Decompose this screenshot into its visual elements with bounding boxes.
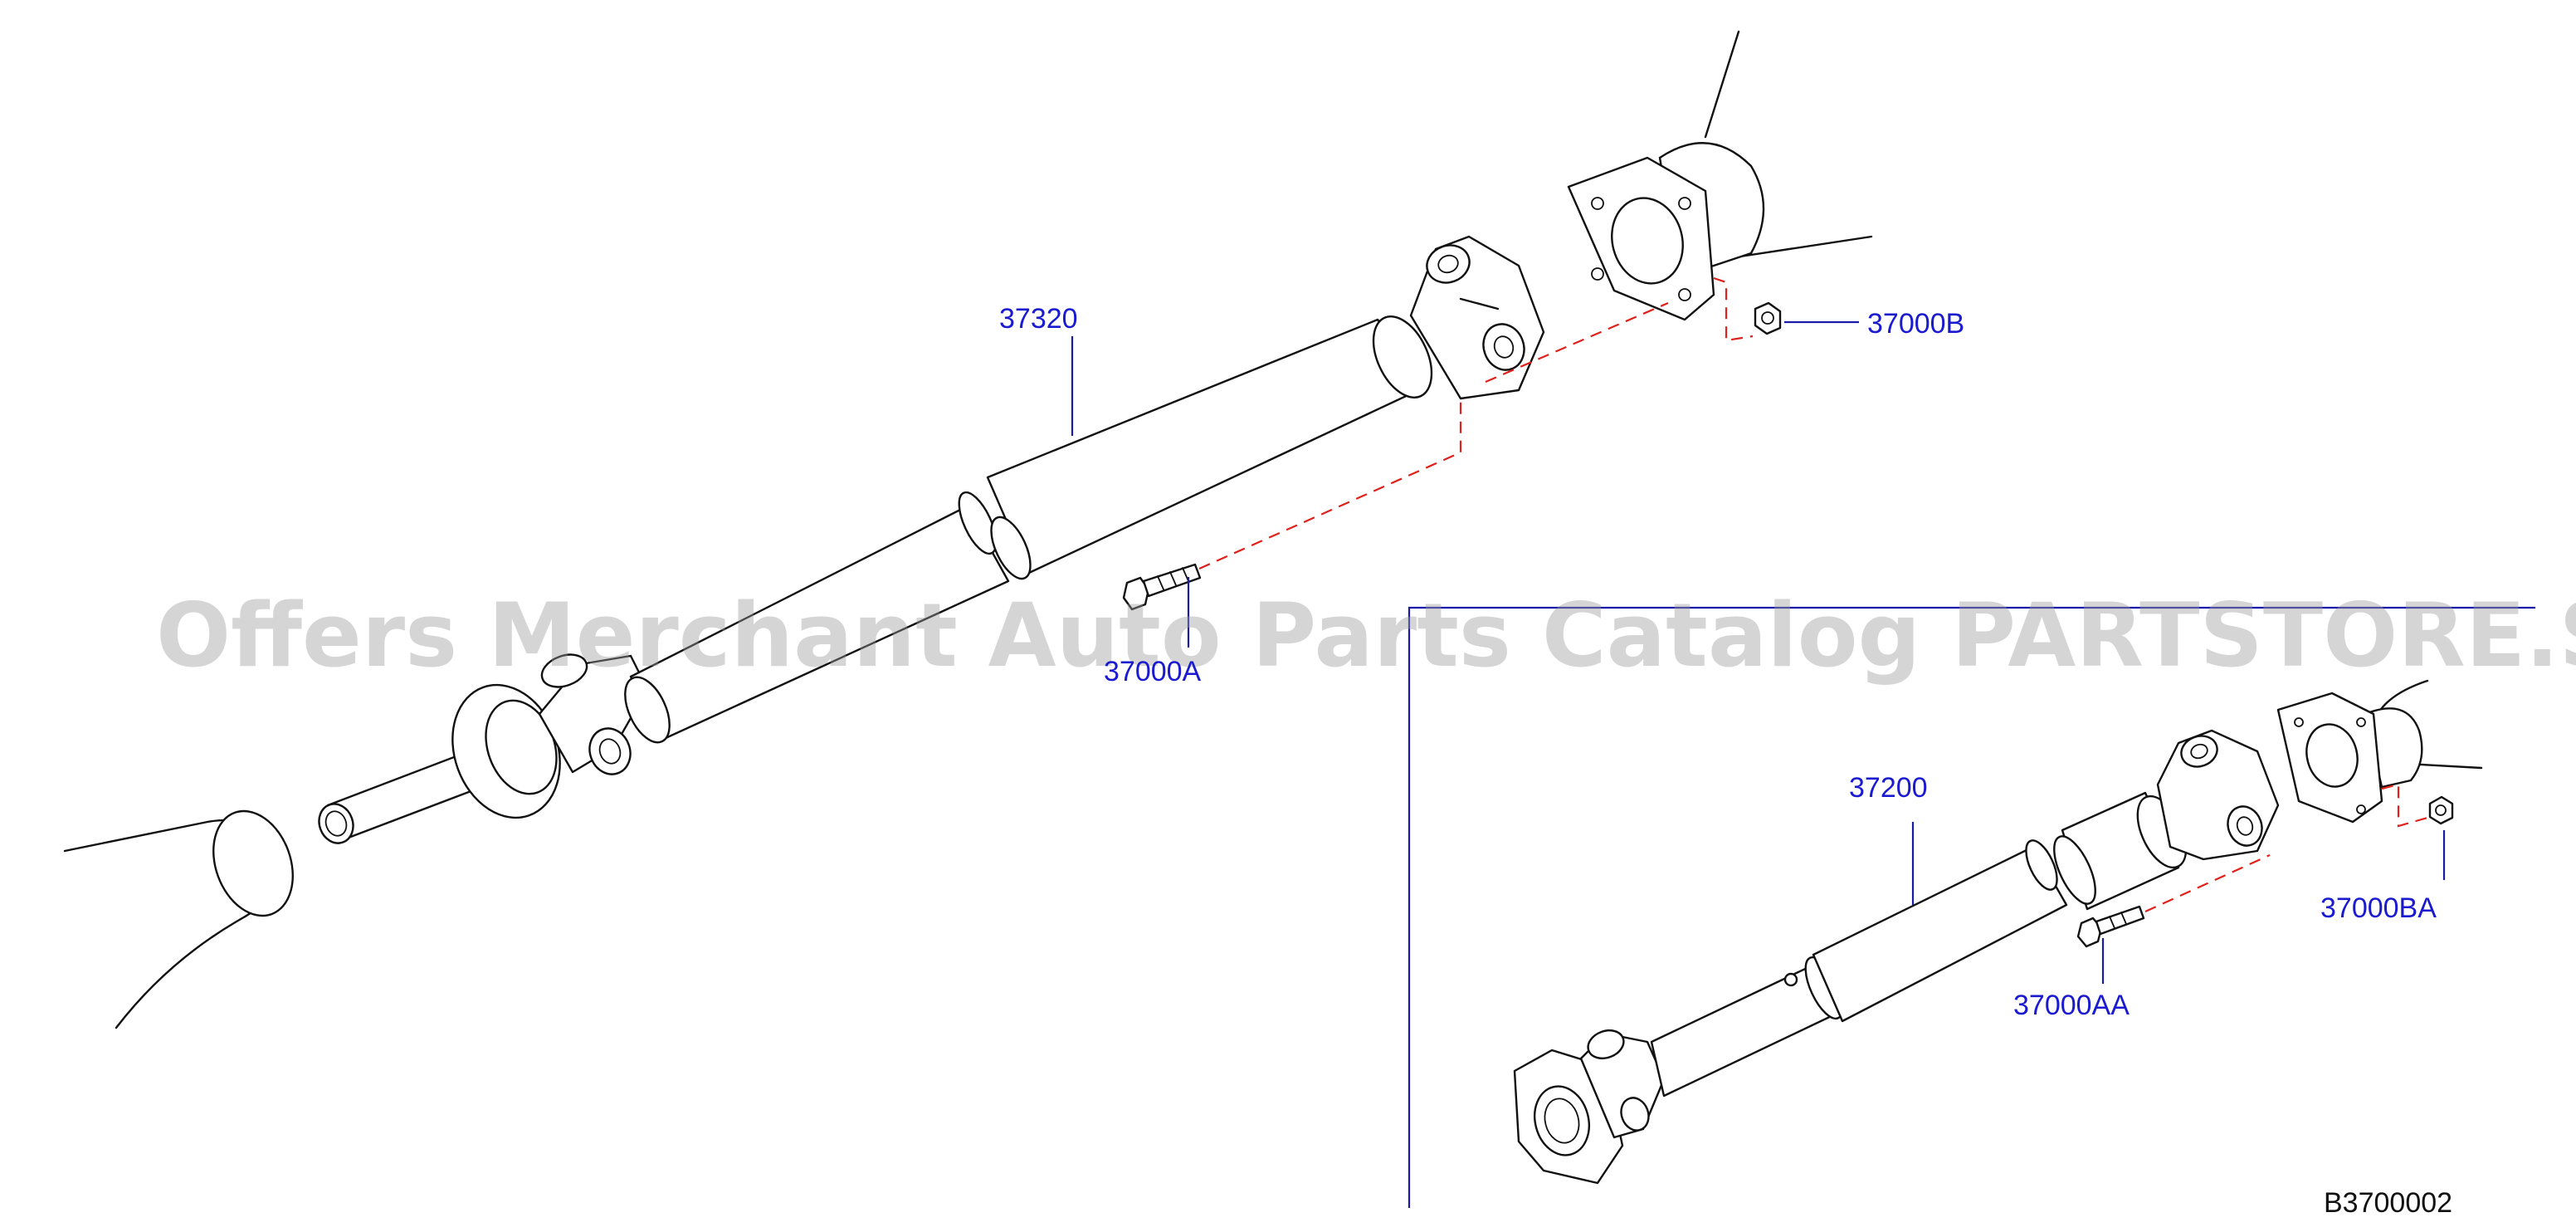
flange-nut-37000B[interactable]: [1754, 301, 1782, 335]
callout-37000BA[interactable]: 37000BA: [2320, 892, 2437, 924]
propeller-shaft-37200[interactable]: [1513, 729, 2280, 1185]
watermark-text: Offers Merchant Auto Parts Catalog PARTS…: [156, 584, 2576, 687]
alt-assembly-line-flange-to-nut: [2381, 783, 2428, 828]
callout-37000B[interactable]: 37000B: [1867, 308, 1964, 340]
propeller-shaft-37320[interactable]: [314, 235, 1545, 848]
assembly-line-flange-to-nut: [1485, 276, 1754, 384]
callout-37200[interactable]: 37200: [1849, 772, 1928, 804]
callout-37000AA[interactable]: 37000AA: [2013, 990, 2130, 1021]
flange-bolt-37000AA[interactable]: [2076, 905, 2145, 948]
rear-axle-housing: [63, 809, 294, 1029]
callout-37320[interactable]: 37320: [999, 303, 1078, 335]
callout-37000A[interactable]: 37000A: [1104, 656, 1202, 687]
alt-transmission-companion-flange: [2276, 679, 2483, 824]
flange-nut-37000BA[interactable]: [2428, 795, 2454, 825]
inset-frame: [1408, 606, 2535, 1208]
diagram-code: B3700002: [2324, 1187, 2452, 1219]
alt-assembly-line-bolt-to-flange: [2144, 853, 2271, 913]
transmission-companion-flange: [1567, 30, 1873, 321]
flange-bolt-37000A[interactable]: [1122, 563, 1202, 611]
